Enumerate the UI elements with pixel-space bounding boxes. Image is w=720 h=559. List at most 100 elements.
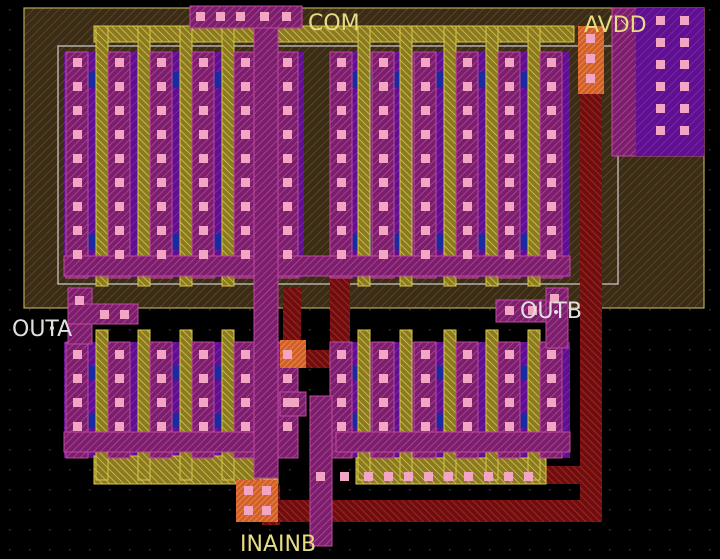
contact-square-icon xyxy=(157,422,166,431)
contact-square-icon xyxy=(120,310,129,319)
label-outa-text: OUTA xyxy=(12,317,72,342)
metal1-bus xyxy=(63,431,279,453)
contact-square-icon xyxy=(656,60,665,69)
poly-gate xyxy=(179,25,193,287)
contact-square-icon xyxy=(199,106,208,115)
contact-square-icon xyxy=(463,374,472,383)
contact-square-icon xyxy=(244,506,253,515)
poly-gate xyxy=(527,329,541,481)
metal1-finger xyxy=(455,51,479,279)
poly-gate xyxy=(485,329,499,481)
metal1-com-bar xyxy=(189,5,303,29)
contact-square-icon xyxy=(73,58,82,67)
contact-square-icon xyxy=(379,250,388,259)
contact-square-icon xyxy=(73,398,82,407)
contact-square-icon xyxy=(680,16,689,25)
contact-square-icon xyxy=(505,178,514,187)
contact-square-icon xyxy=(337,154,346,163)
poly-gate xyxy=(95,25,109,287)
contact-square-icon xyxy=(73,82,82,91)
contact-square-icon xyxy=(157,106,166,115)
contact-square-icon xyxy=(199,350,208,359)
poly-gate xyxy=(527,25,541,287)
contact-square-icon xyxy=(290,398,299,407)
contact-square-icon xyxy=(464,472,473,481)
contact-square-icon xyxy=(337,350,346,359)
contact-square-icon xyxy=(241,178,250,187)
net-label-inainb[interactable]: INAINB xyxy=(240,532,316,557)
contact-square-icon xyxy=(547,106,556,115)
contact-square-icon xyxy=(463,154,472,163)
contact-square-icon xyxy=(157,178,166,187)
contact-square-icon xyxy=(199,82,208,91)
contact-square-icon xyxy=(337,178,346,187)
net-label-marker-icon xyxy=(50,326,54,330)
contact-square-icon xyxy=(547,422,556,431)
contact-square-icon xyxy=(379,374,388,383)
contact-square-icon xyxy=(283,130,292,139)
contact-square-icon xyxy=(680,82,689,91)
contact-square-icon xyxy=(384,472,393,481)
poly-gate xyxy=(485,25,499,287)
contact-square-icon xyxy=(505,106,514,115)
contact-square-icon xyxy=(547,58,556,67)
contact-square-icon xyxy=(196,12,205,21)
net-label-com[interactable]: COM xyxy=(308,11,360,36)
via-stack xyxy=(236,500,278,522)
contact-square-icon xyxy=(421,106,430,115)
poly-gate xyxy=(443,25,457,287)
contact-square-icon xyxy=(463,226,472,235)
contact-square-icon xyxy=(379,82,388,91)
contact-square-icon xyxy=(73,350,82,359)
poly-gate xyxy=(221,329,235,481)
contact-square-icon xyxy=(75,296,84,305)
contact-square-icon xyxy=(379,422,388,431)
net-label-outa[interactable]: OUTA xyxy=(12,317,72,342)
contact-square-icon xyxy=(524,472,533,481)
contact-square-icon xyxy=(73,154,82,163)
contact-square-icon xyxy=(115,130,124,139)
contact-square-icon xyxy=(463,398,472,407)
contact-square-icon xyxy=(337,422,346,431)
contact-square-icon xyxy=(241,422,250,431)
contact-square-icon xyxy=(680,60,689,69)
contact-square-icon xyxy=(244,486,253,495)
contact-square-icon xyxy=(444,472,453,481)
contact-square-icon xyxy=(379,350,388,359)
contact-square-icon xyxy=(680,126,689,135)
net-label-avdd[interactable]: AVDD xyxy=(584,13,647,38)
poly-gate xyxy=(221,25,235,287)
contact-square-icon xyxy=(241,398,250,407)
contact-square-icon xyxy=(656,16,665,25)
contact-square-icon xyxy=(680,104,689,113)
contact-square-icon xyxy=(421,154,430,163)
contact-square-icon xyxy=(421,130,430,139)
net-label-outb[interactable]: OUTB xyxy=(520,299,582,324)
metal1-finger xyxy=(371,51,395,279)
contact-square-icon xyxy=(241,58,250,67)
contact-square-icon xyxy=(421,178,430,187)
contact-square-icon xyxy=(547,202,556,211)
poly-gate xyxy=(357,25,371,287)
contact-square-icon xyxy=(73,130,82,139)
metal1-finger xyxy=(149,51,173,279)
contact-square-icon xyxy=(547,350,556,359)
contact-square-icon xyxy=(199,250,208,259)
contact-square-icon xyxy=(379,106,388,115)
metal1-finger xyxy=(107,51,131,279)
contact-square-icon xyxy=(505,130,514,139)
contact-square-icon xyxy=(282,12,291,21)
contact-square-icon xyxy=(283,226,292,235)
contact-square-icon xyxy=(337,82,346,91)
metal1-finger xyxy=(539,51,563,279)
poly-gate xyxy=(399,329,413,481)
contact-square-icon xyxy=(236,12,245,21)
contact-square-icon xyxy=(73,106,82,115)
contact-square-icon xyxy=(547,374,556,383)
contact-square-icon xyxy=(337,58,346,67)
contact-square-icon xyxy=(260,12,269,21)
contact-square-icon xyxy=(463,422,472,431)
contact-square-icon xyxy=(421,202,430,211)
